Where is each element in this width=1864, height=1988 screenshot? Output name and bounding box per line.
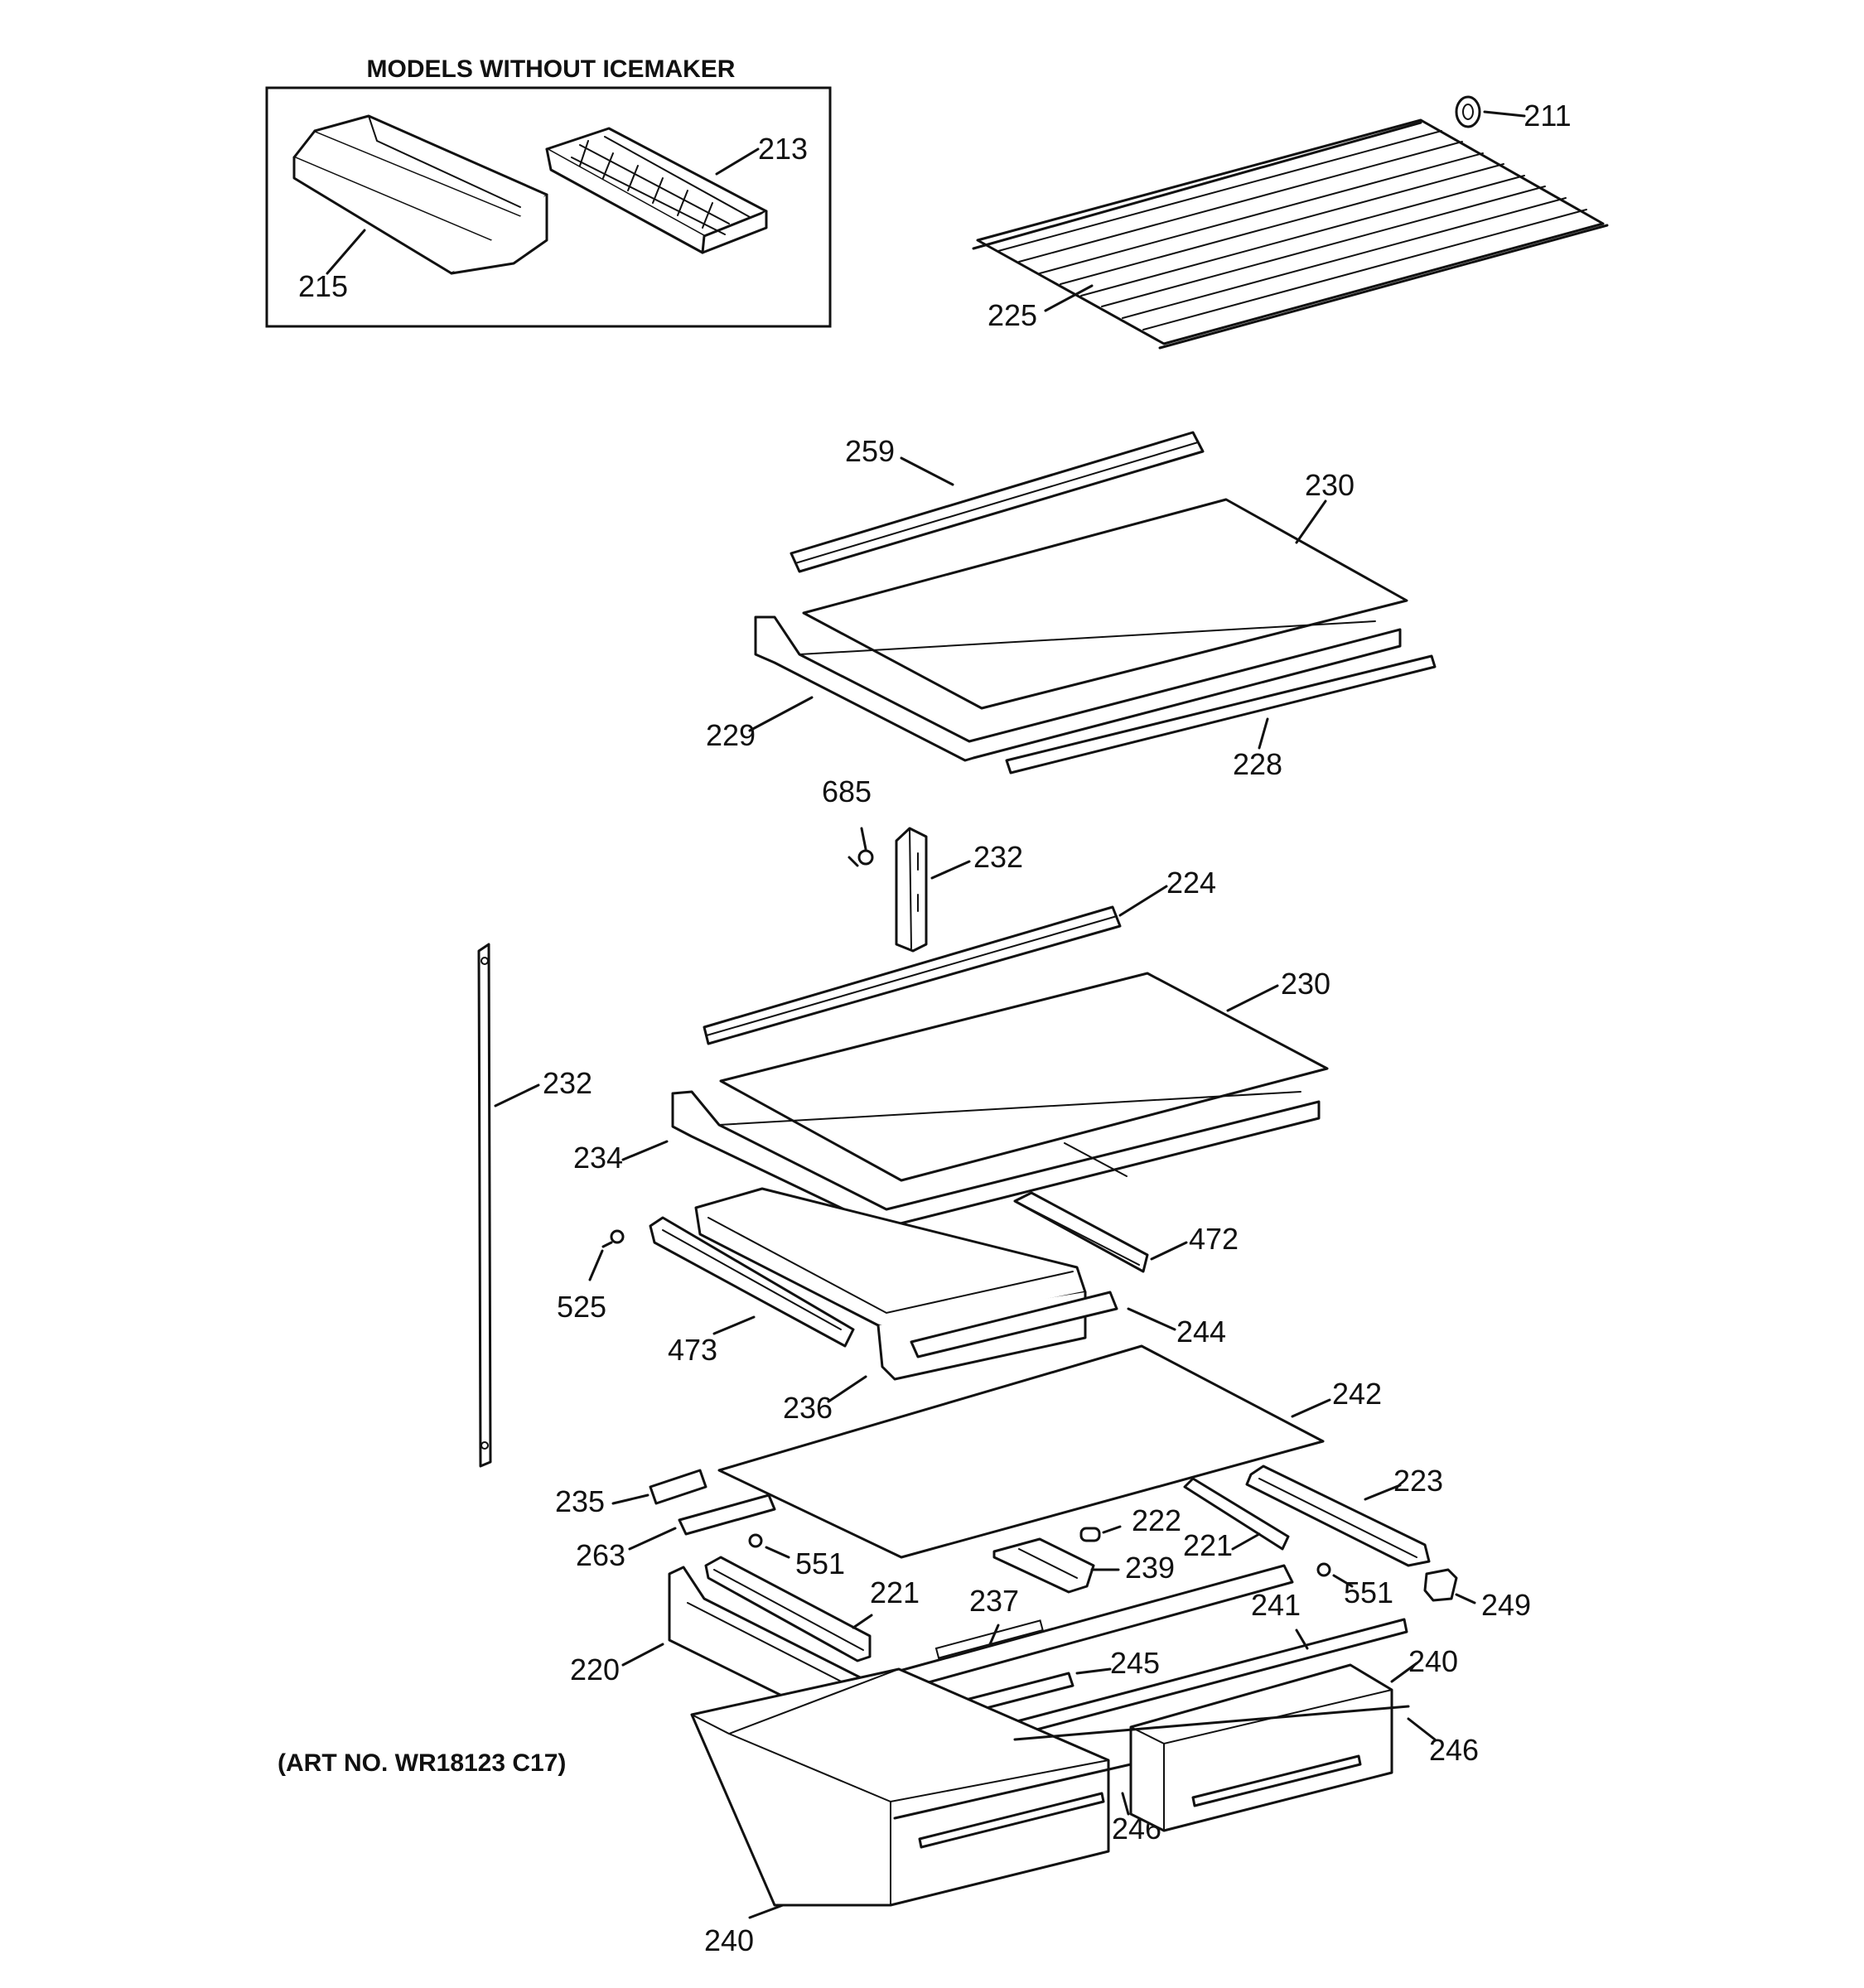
callout-245: 245 xyxy=(1110,1646,1160,1680)
part-230-glass-middle xyxy=(719,972,1329,1182)
callout-263: 263 xyxy=(576,1538,625,1572)
part-213-ice-tray xyxy=(545,127,768,254)
part-240-drawer-left xyxy=(690,1667,1132,1907)
callout-232-upper: 232 xyxy=(973,840,1023,874)
callout-472: 472 xyxy=(1189,1222,1239,1256)
callout-232-lower: 232 xyxy=(543,1066,592,1100)
callout-249: 249 xyxy=(1481,1588,1531,1622)
part-228-rail xyxy=(1005,654,1437,774)
callout-236: 236 xyxy=(783,1391,833,1425)
callout-229: 229 xyxy=(706,718,756,752)
part-235-clip xyxy=(649,1469,707,1505)
part-551-screw-left xyxy=(748,1533,763,1548)
callout-685: 685 xyxy=(822,774,872,808)
part-263-clip xyxy=(678,1493,776,1536)
inset-box: MODELS WITHOUT ICEMAKER xyxy=(265,55,832,328)
part-244-trim xyxy=(910,1291,1118,1358)
part-525-screw xyxy=(601,1229,625,1248)
part-224-trim xyxy=(703,905,1122,1045)
part-234-frame xyxy=(671,1090,1321,1229)
callout-240-right: 240 xyxy=(1408,1644,1458,1678)
part-242-glass xyxy=(717,1344,1325,1559)
part-229-frame xyxy=(754,615,1402,762)
part-472-rail xyxy=(1013,1191,1149,1273)
callout-235: 235 xyxy=(555,1484,605,1518)
part-232-bracket-short xyxy=(895,827,928,953)
part-225-wire-shelf xyxy=(972,118,1609,350)
part-473-slide xyxy=(649,1216,855,1348)
part-211-cap xyxy=(1455,95,1481,128)
art-number: (ART NO. WR18123 C17) xyxy=(278,1749,566,1777)
callout-237: 237 xyxy=(969,1584,1019,1618)
callout-213: 213 xyxy=(758,132,808,166)
callout-244: 244 xyxy=(1176,1315,1226,1349)
callout-225: 225 xyxy=(988,298,1037,332)
part-223-rail xyxy=(1245,1464,1431,1567)
callout-234: 234 xyxy=(573,1141,623,1175)
callout-246-right: 246 xyxy=(1429,1733,1479,1767)
part-685-screw xyxy=(847,849,874,867)
callout-551-right: 551 xyxy=(1344,1575,1393,1609)
part-249-clip xyxy=(1423,1568,1458,1602)
callout-221-left: 221 xyxy=(870,1575,920,1609)
callout-228: 228 xyxy=(1233,747,1282,781)
callout-220: 220 xyxy=(570,1653,620,1686)
callout-241: 241 xyxy=(1251,1588,1301,1622)
part-551-screw-right xyxy=(1316,1562,1331,1577)
callout-242: 242 xyxy=(1332,1377,1382,1411)
part-222-roller xyxy=(1079,1527,1101,1542)
callout-259: 259 xyxy=(845,434,895,468)
callout-221-right: 221 xyxy=(1183,1528,1233,1562)
part-240-drawer-right xyxy=(1129,1663,1393,1832)
part-232-bracket-long xyxy=(477,943,492,1468)
part-221-rail-left xyxy=(704,1556,872,1662)
part-230-glass-upper xyxy=(802,498,1408,710)
callout-222: 222 xyxy=(1132,1503,1181,1537)
part-239-bracket xyxy=(992,1537,1095,1594)
callout-211: 211 xyxy=(1524,99,1571,133)
callout-240-left: 240 xyxy=(704,1923,754,1957)
callout-215: 215 xyxy=(298,269,348,303)
callout-230-upper: 230 xyxy=(1305,468,1355,502)
callout-224: 224 xyxy=(1166,866,1216,900)
part-246-handle-right xyxy=(1013,1705,1410,1741)
inset-title: MODELS WITHOUT ICEMAKER xyxy=(367,55,736,83)
part-221-rail-right xyxy=(1183,1477,1290,1551)
callout-473: 473 xyxy=(668,1333,717,1367)
callout-239: 239 xyxy=(1125,1551,1175,1585)
callout-551-left: 551 xyxy=(795,1546,845,1580)
callout-223: 223 xyxy=(1393,1464,1443,1498)
part-215-bin xyxy=(292,114,548,275)
callout-230-middle: 230 xyxy=(1281,967,1330,1001)
part-259-trim xyxy=(790,431,1205,573)
callout-525: 525 xyxy=(557,1290,606,1324)
